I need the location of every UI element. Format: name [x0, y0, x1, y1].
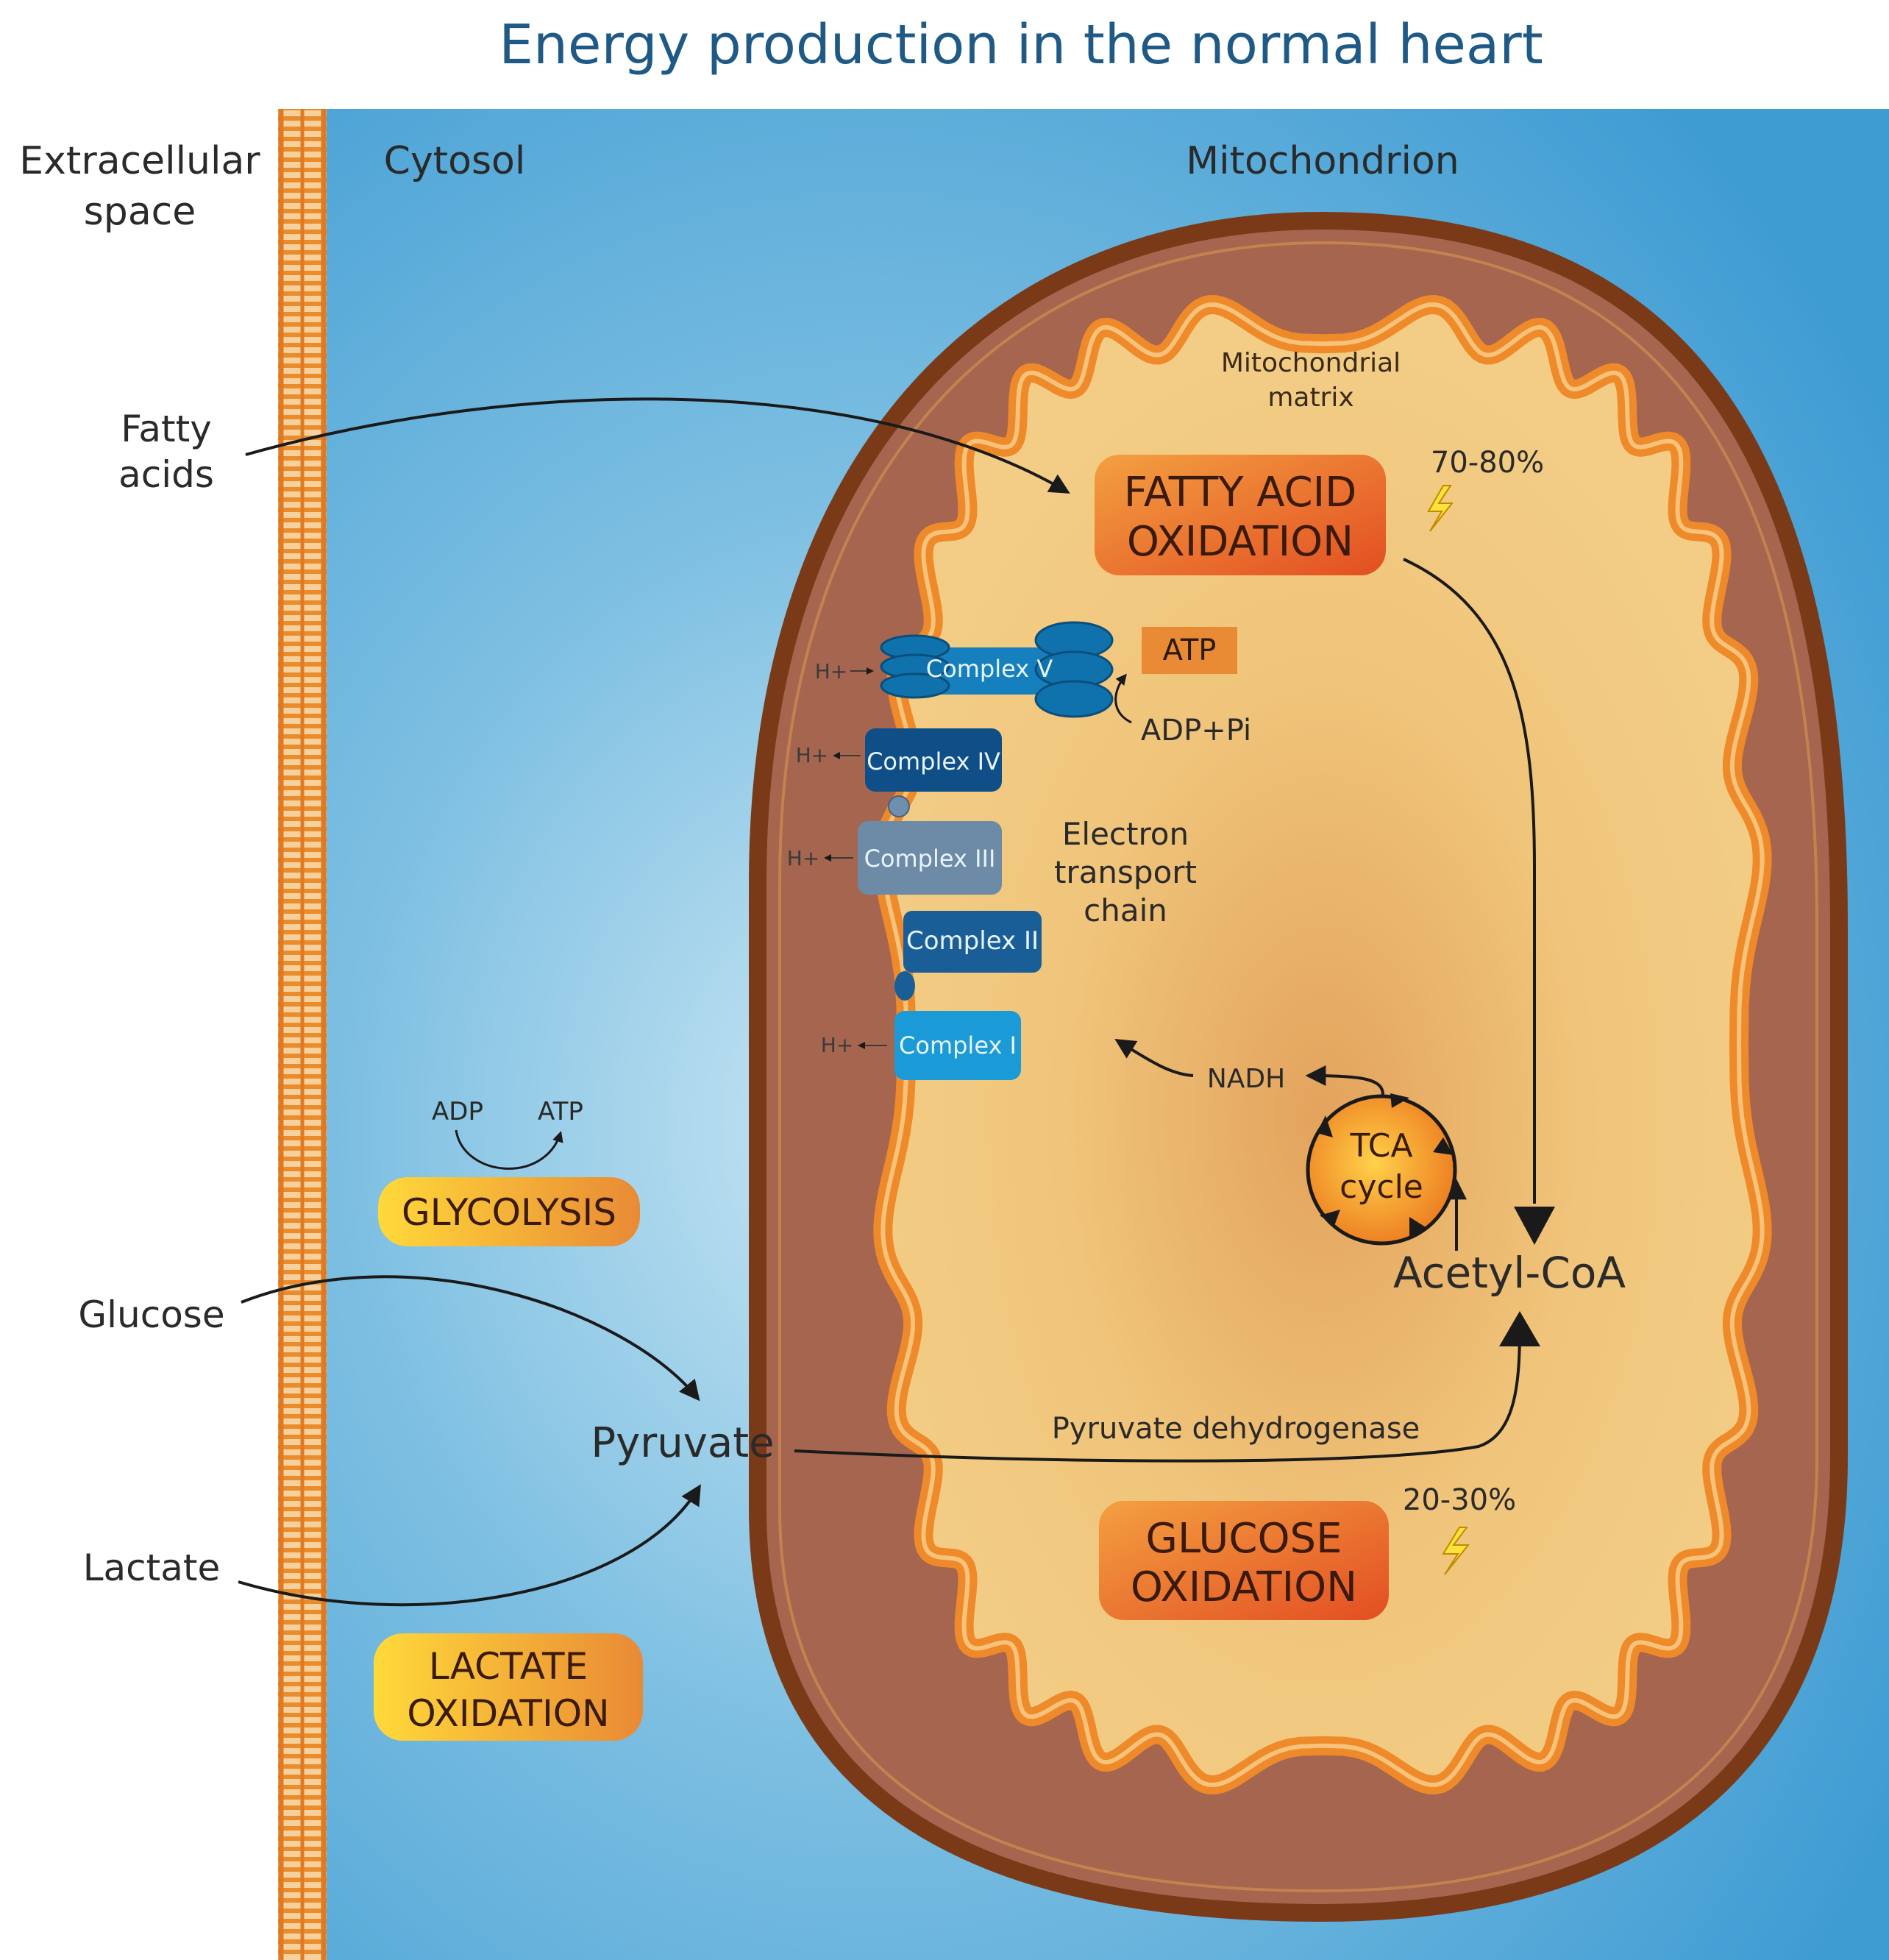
- complex-iii: Complex III: [858, 821, 1002, 895]
- fatty-acids-arrow: [245, 397, 1070, 494]
- cytochrome-c: [888, 795, 910, 817]
- fao-to-acetyl-coa-arrow: [1403, 558, 1536, 1204]
- glycolysis-label: GLYCOLYSIS: [402, 1191, 616, 1234]
- matrix-label-line2: matrix: [1267, 383, 1353, 413]
- gox-label-line1: GLUCOSE: [1146, 1515, 1342, 1563]
- glucose-label: Glucose: [78, 1293, 224, 1336]
- complex-i-label: Complex I: [899, 1032, 1017, 1059]
- acetyl-coa-arrowhead-bottom: [1499, 1311, 1540, 1346]
- extracellular-label-line2: space: [84, 190, 196, 234]
- tca-label-line1: TCA: [1349, 1127, 1412, 1165]
- mitochondrion-label: Mitochondrion: [1186, 139, 1459, 183]
- atp-box: ATP: [1142, 627, 1237, 674]
- lactate-oxidation-box: LACTATE OXIDATION: [374, 1633, 643, 1741]
- lactate-arrow: [238, 1484, 701, 1607]
- fatty-acids-label-line2: acids: [118, 453, 214, 496]
- matrix-label-line1: Mitochondrial: [1221, 348, 1401, 378]
- complex-ii-label: Complex II: [906, 926, 1039, 956]
- fao-percent: 70-80%: [1431, 446, 1544, 480]
- fatty-acid-oxidation-box: FATTY ACID OXIDATION: [1095, 455, 1386, 575]
- etc-label-line2: transport: [1054, 854, 1197, 890]
- glycolysis-box: GLYCOLYSIS: [378, 1177, 640, 1246]
- nadh-label: NADH: [1207, 1064, 1285, 1094]
- lactox-label-line1: LACTATE: [429, 1645, 588, 1688]
- etc-label-line1: Electron: [1062, 816, 1189, 852]
- nadh-to-etc-arrow: [1114, 1039, 1194, 1077]
- lightning-icon: [1427, 485, 1454, 532]
- extracellular-label-line1: Extracellular: [19, 139, 260, 183]
- complex-iv: Complex IV: [865, 728, 1002, 792]
- pdh-label: Pyruvate dehydrogenase: [1052, 1412, 1420, 1446]
- outer-membrane-inner-edge: [778, 241, 1818, 1893]
- hplus-label: H+: [815, 659, 848, 683]
- complex-v: Complex V: [880, 621, 1114, 718]
- acetyl-coa-arrowhead-top: [1514, 1207, 1555, 1245]
- fao-label-line2: OXIDATION: [1127, 518, 1353, 566]
- fao-label-line1: FATTY ACID: [1124, 469, 1357, 516]
- hplus-label: H+: [821, 1033, 854, 1057]
- etc-label-line3: chain: [1084, 892, 1167, 928]
- complex-v-label: Complex V: [926, 655, 1053, 683]
- lactox-label-line2: OXIDATION: [407, 1692, 609, 1735]
- cytosol-label: Cytosol: [384, 139, 526, 183]
- hplus-label: H+: [796, 743, 829, 767]
- adp-to-atp-arrow: [1114, 673, 1132, 724]
- ubiquinone: [894, 971, 915, 1001]
- hplus-label: H+: [787, 846, 820, 870]
- lactate-label: Lactate: [83, 1547, 221, 1589]
- complex-ii: Complex II: [903, 911, 1042, 973]
- tca-to-nadh-arrow: [1305, 1065, 1384, 1096]
- pyruvate-label: Pyruvate: [591, 1419, 774, 1467]
- adp-pi-label: ADP+Pi: [1141, 714, 1251, 748]
- complex-i: Complex I: [894, 1011, 1021, 1080]
- tca-label-line2: cycle: [1340, 1168, 1423, 1206]
- complex-iv-label: Complex IV: [867, 748, 1000, 775]
- glycolysis-atp-arrow: [455, 1129, 563, 1170]
- diagram-title: Energy production in the normal heart: [499, 13, 1543, 77]
- glucose-oxidation-box: GLUCOSE OXIDATION: [1099, 1501, 1389, 1620]
- acetyl-coa-label: Acetyl-CoA: [1393, 1248, 1626, 1298]
- glucose-arrow: [241, 1275, 700, 1402]
- gox-label-line2: OXIDATION: [1131, 1563, 1357, 1611]
- glycolysis-adp: ADP: [432, 1097, 483, 1126]
- glycolysis-atp: ATP: [538, 1097, 583, 1126]
- complex-iii-label: Complex III: [864, 845, 996, 873]
- atp-label: ATP: [1163, 633, 1217, 667]
- fatty-acids-label-line1: Fatty: [121, 408, 212, 450]
- lightning-icon: [1442, 1527, 1470, 1575]
- tca-cycle: TCA cycle: [1306, 1093, 1457, 1246]
- pyruvate-to-acetyl-coa-arrow: [794, 1328, 1521, 1463]
- gox-percent: 20-30%: [1403, 1483, 1516, 1517]
- cell-membrane: [278, 109, 327, 1960]
